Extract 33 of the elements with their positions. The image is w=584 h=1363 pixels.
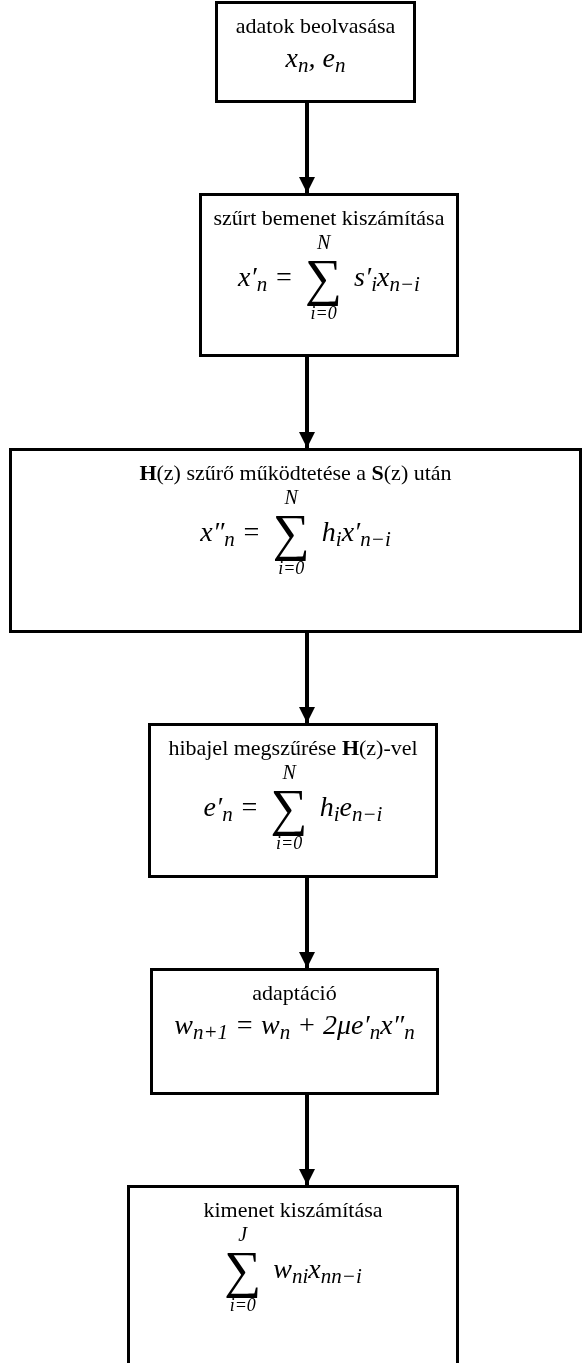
process-box [199, 193, 459, 357]
sum-sign: ∑ [305, 251, 343, 304]
sum-sign: ∑ [270, 781, 308, 834]
arrow [299, 103, 315, 193]
formula: x$_{n}$, e$_{n}$ [285, 40, 346, 75]
step-title: adatok beolvasása [235, 12, 396, 40]
step-title: adaptáció [252, 979, 337, 1007]
arrow [299, 633, 315, 723]
formula-lhs: e′$_{n}$ = [203, 792, 259, 821]
formula-term: s′$_{i}$x$_{n−i}$ [354, 262, 420, 291]
sum-upper-limit: N [282, 761, 296, 782]
formula-lhs: x″$_{n}$ = [200, 517, 261, 546]
arrow [299, 878, 315, 968]
sum-upper-limit: N [284, 486, 298, 507]
sum-upper-limit: N [316, 231, 331, 252]
step-title: kimenet kiszámítása [203, 1196, 383, 1224]
formula-lhs: x′$_{n}$ = [238, 262, 294, 291]
formula: w$_{n+1}$ = w$_{n}$ + 2μe′$_{n}$x″$_{n}$ [174, 1007, 415, 1042]
step-title: szűrt bemenet kiszámítása [213, 204, 445, 232]
process-box [215, 1, 416, 103]
sum-sign: ∑ [224, 1243, 262, 1296]
process-box [148, 723, 438, 878]
process-box [9, 448, 582, 633]
sum-upper-limit: J [238, 1223, 248, 1244]
arrow [299, 1095, 315, 1185]
step-title: H(z) szűrő működtetése a S(z) után [139, 459, 452, 487]
step-title: hibajel megszűrése H(z)-vel [168, 734, 418, 762]
arrow [299, 357, 315, 448]
process-box [150, 968, 439, 1095]
sum-sign: ∑ [272, 506, 310, 559]
process-box [127, 1185, 459, 1363]
formula-term: h$_{i}$x′$_{n−i}$ [321, 517, 391, 546]
formula-term: h$_{i}$e$_{n−i}$ [319, 792, 383, 821]
